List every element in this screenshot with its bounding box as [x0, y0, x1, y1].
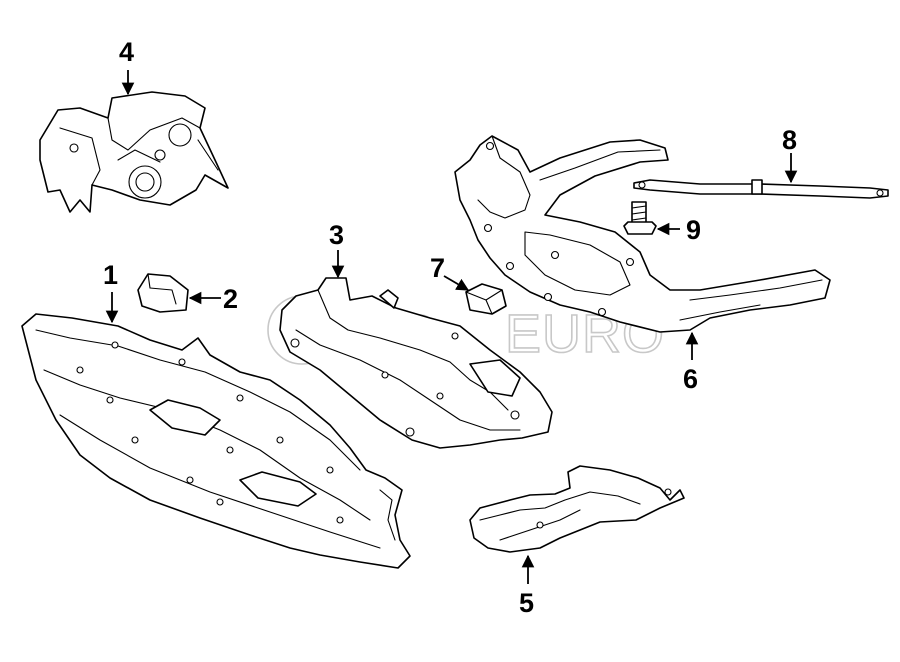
callout-8: 8: [782, 125, 797, 155]
callout-7: 7: [430, 253, 445, 283]
callout-4: 4: [119, 37, 134, 67]
part-2-clip: [137, 273, 189, 313]
callout-5: 5: [519, 588, 534, 618]
part-9-bolt: [623, 201, 657, 235]
part-6-subframe: [454, 135, 831, 333]
shield-holes: [76, 341, 344, 524]
leader-lines: [105, 70, 798, 584]
callout-6: 6: [683, 364, 698, 394]
part-4-bracket: [39, 91, 229, 213]
part-1-underbody-shield: [21, 313, 411, 569]
part-3-middle-shield: [279, 277, 553, 449]
part-8-rod: [633, 179, 889, 199]
callout-9: 9: [686, 215, 701, 245]
part-7-pad: [465, 283, 507, 315]
callout-2: 2: [223, 284, 238, 314]
leader-7: [443, 275, 470, 291]
callout-3: 3: [329, 220, 344, 250]
middle-shield-holes: [290, 332, 520, 437]
callouts: 4 2 1 3 7 6 8 9 5: [103, 37, 797, 618]
subframe-holes: [483, 141, 635, 317]
part-5-side-shield: [469, 465, 685, 553]
callout-1: 1: [103, 260, 118, 290]
